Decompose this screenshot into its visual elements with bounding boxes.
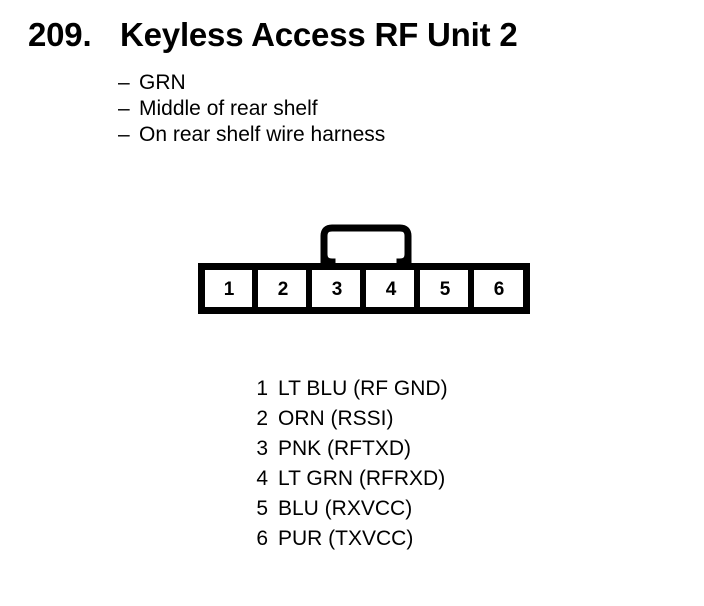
pin-legend-row: 2 ORN (RSSI) [238, 404, 448, 434]
pin-legend-row: 5 BLU (RXVCC) [238, 494, 448, 524]
pin-description: LT BLU (RF GND) [278, 377, 448, 400]
pin-description: PUR (TXVCC) [278, 527, 414, 550]
pin-number: 3 [256, 437, 268, 460]
pin-number: 2 [256, 407, 268, 430]
connector-cavity-3: 3 [332, 279, 343, 300]
pin-legend: 1 LT BLU (RF GND) 2 ORN (RSSI) 3 PNK (RF… [238, 374, 448, 554]
connector-cavity-1: 1 [224, 279, 235, 300]
pin-legend-row: 3 PNK (RFTXD) [238, 434, 448, 464]
connector-latch-icon [320, 224, 412, 266]
pin-description: BLU (RXVCC) [278, 497, 413, 520]
notes-list: – GRN – Middle of rear shelf – On rear s… [118, 70, 385, 148]
note-item-label: GRN [139, 71, 186, 94]
connector-cavity-dividers [252, 269, 474, 308]
connector-cavity-4: 4 [386, 279, 397, 300]
pin-legend-row: 6 PUR (TXVCC) [238, 524, 448, 554]
pin-number: 1 [256, 377, 268, 400]
connector-cavity-5: 5 [440, 279, 451, 300]
connector-latch-shoulders [320, 253, 412, 266]
connector-diagram: 1 2 3 4 5 6 [198, 224, 530, 314]
connector-cavity-6: 6 [494, 279, 505, 300]
pin-description: LT GRN (RFRXD) [278, 467, 446, 490]
pin-description: PNK (RFTXD) [278, 437, 411, 460]
pin-legend-row: 4 LT GRN (RFRXD) [238, 464, 448, 494]
connector-svg: 1 2 3 4 5 6 [198, 224, 530, 314]
pin-description: ORN (RSSI) [278, 407, 394, 430]
pin-legend-row: 1 LT BLU (RF GND) [238, 374, 448, 404]
page-title-text: Keyless Access RF Unit 2 [120, 16, 518, 53]
dash-icon: – [118, 97, 130, 120]
note-item: – Middle of rear shelf [118, 96, 385, 122]
note-item-label: Middle of rear shelf [139, 97, 318, 120]
pin-number: 6 [256, 527, 268, 550]
connector-cavity-2: 2 [278, 279, 289, 300]
dash-icon: – [118, 71, 130, 94]
pin-number: 4 [256, 467, 268, 490]
dash-icon: – [118, 123, 130, 146]
pin-number: 5 [256, 497, 268, 520]
note-item: – On rear shelf wire harness [118, 122, 385, 148]
note-item: – GRN [118, 70, 385, 96]
note-item-label: On rear shelf wire harness [139, 123, 386, 146]
page-title-number: 209. [28, 16, 92, 53]
page-title: 209. Keyless Access RF Unit 2 [28, 17, 518, 53]
